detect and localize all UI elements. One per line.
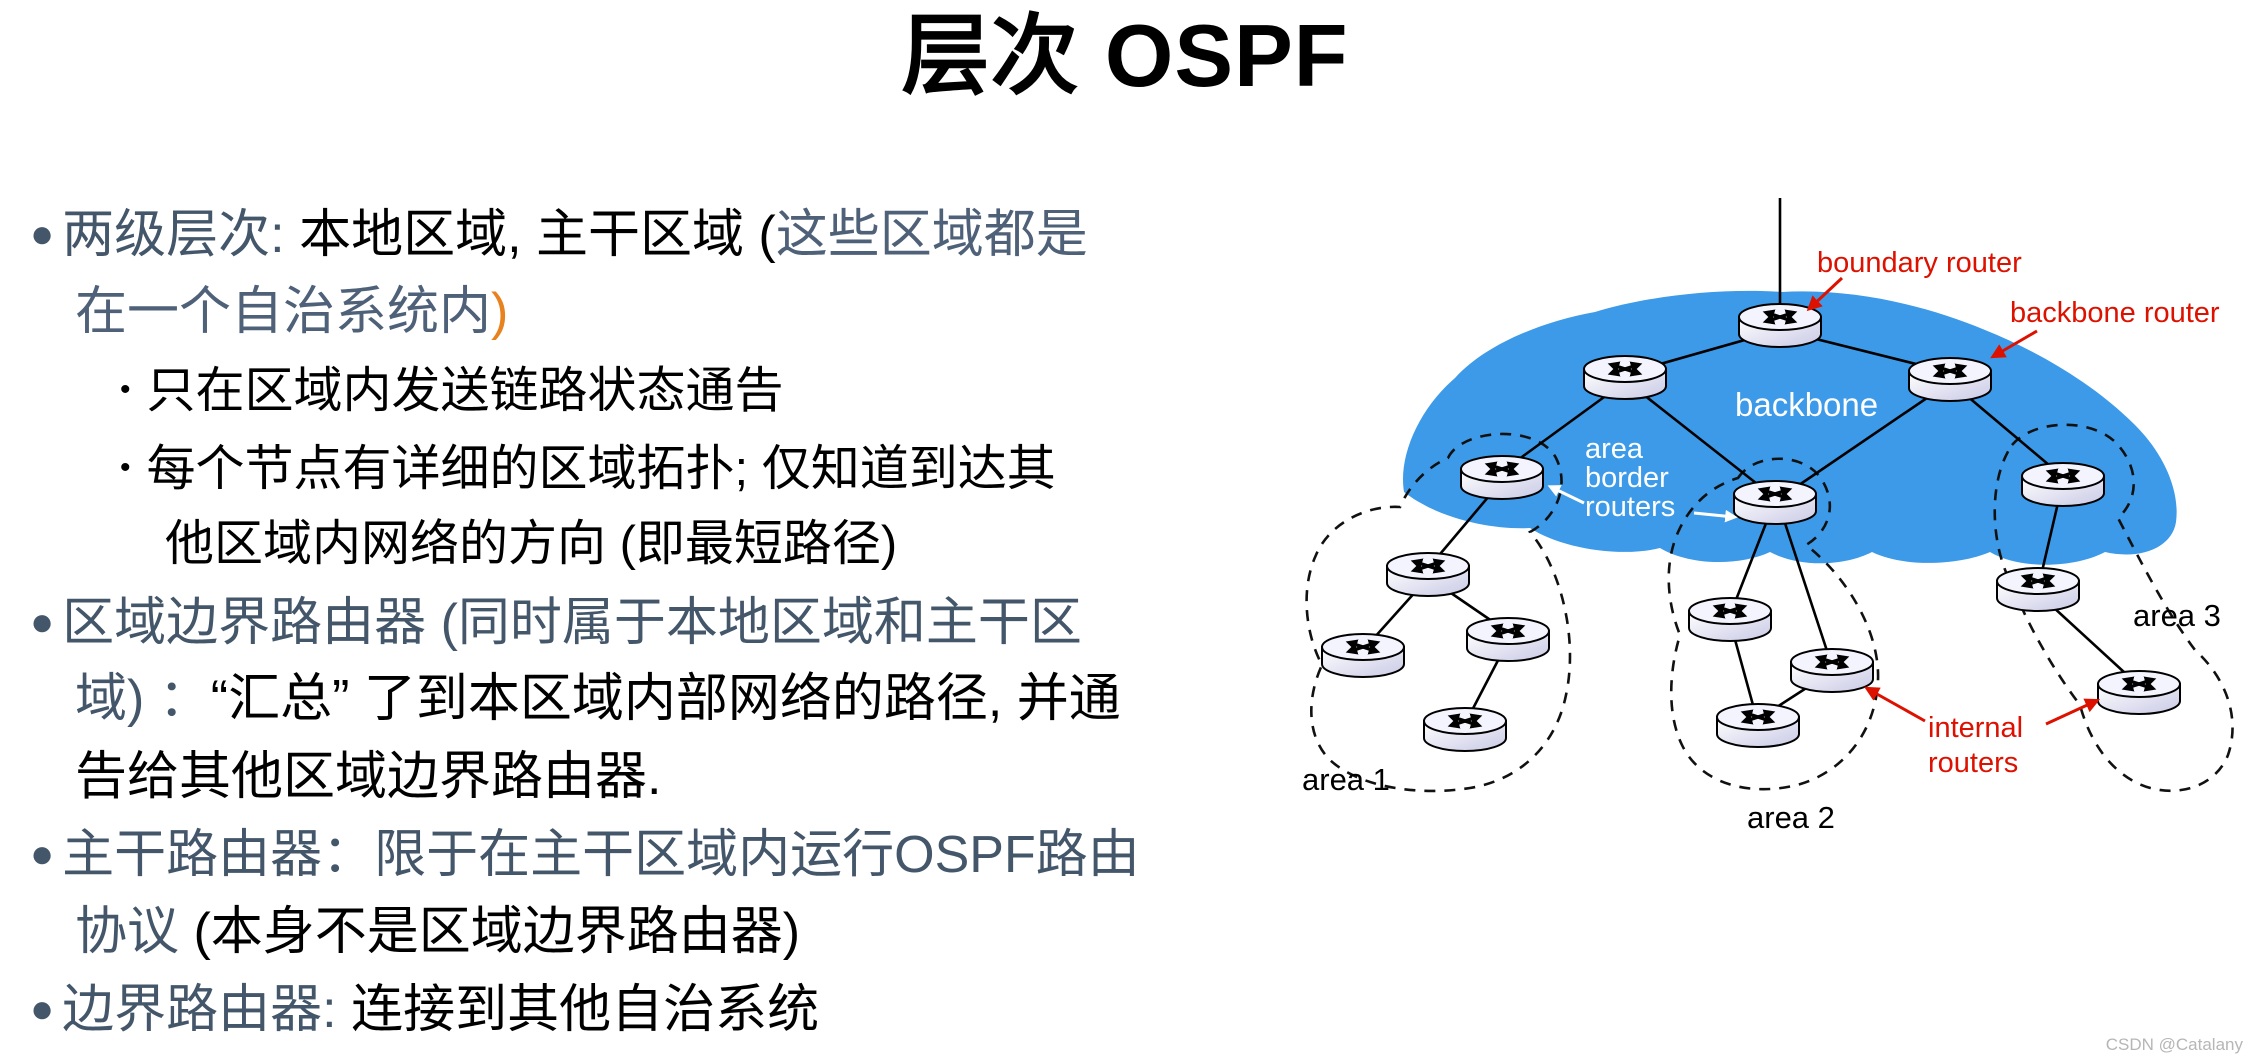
subbullet-topology-cont: 他区域内网络的方向 (即最短路径) (30, 506, 1300, 584)
area3-label: area 3 (2133, 598, 2221, 633)
backbone-router-right-icon (1909, 358, 1991, 401)
bullet-two-level-paren-text: 这些区域都是 (775, 206, 1088, 264)
subbullet-marker: • (120, 373, 131, 406)
subbullet-topology-text2: 他区域内网络的方向 (即最短路径) (165, 517, 898, 571)
area2-border-router-icon (1734, 481, 1816, 524)
watermark: CSDN @Catalany (2106, 1035, 2244, 1054)
internal-router-arrow-right (2045, 698, 2101, 726)
area3-bottom-router-icon (2098, 671, 2180, 714)
bullet-two-level-cont: 在一个自治系统内) (30, 274, 1300, 352)
boundary-router-icon (1739, 304, 1821, 347)
bullet-two-level-head: 两级层次: (62, 206, 300, 264)
boundary-router-arrow (1806, 276, 1844, 312)
internal-router-arrow-left (1864, 686, 1926, 723)
subbullet-lsa: • 只在区域内发送链路状态通告 (30, 351, 1300, 429)
bullet-backbone-head: 主干路由器：限于在主干区域内运行OSPF路由 (62, 826, 1140, 884)
bullet-backbone-cont: 协议 (本身不是区域边界路由器) (30, 894, 1300, 972)
area1-router2-icon (1387, 553, 1469, 596)
bullet-list: ●两级层次: 本地区域, 主干区域 (这些区域都是 在一个自治系统内) •只在区… (30, 196, 1300, 1049)
page-title: 层次 OSPF (901, 6, 1349, 105)
bullet-abr-body: “汇总” 了到本区域内部网络的路径, 并通 (210, 670, 1121, 728)
bullet-backbone-head2: 协议 (75, 902, 194, 961)
abr-arrow-right (1693, 509, 1738, 523)
backbone-router-arrow (1990, 329, 2038, 359)
subbullet-topology-text: 每个节点有详细的区域拓扑; 仅知道到达其 (146, 441, 1056, 496)
area2-left-router-icon (1689, 598, 1771, 641)
bullet-two-level-body: 本地区域, 主干区域 ( (299, 206, 776, 264)
bullet-abr-body2: 告给其他区域边界路由器. (75, 747, 662, 806)
bullet-marker: ● (30, 987, 55, 1031)
bullet-two-level-paren-text2: 在一个自治系统内 (75, 282, 492, 341)
subbullet-lsa-text: 只在区域内发送链路状态通告 (146, 364, 784, 418)
area2-right-router-icon (1791, 649, 1873, 692)
area2-label: area 2 (1747, 800, 1835, 835)
area2-outline (1667, 457, 1880, 791)
ospf-diagram: boundary router backbone router backbone… (1302, 198, 2244, 1054)
subbullet-marker: • (120, 450, 131, 484)
bullet-backbone-router: ●主干路由器：限于在主干区域内运行OSPF路由 (30, 816, 1300, 894)
area1-border-router-icon (1461, 456, 1543, 499)
bullet-boundary-body: 连接到其他自治系统 (351, 981, 820, 1039)
backbone-label: backbone (1735, 386, 1878, 423)
area1-left-router-icon (1322, 634, 1404, 677)
area2-bottom-router-icon (1717, 704, 1799, 747)
bullet-abr-cont2: 告给其他区域边界路由器. (30, 739, 1300, 817)
bullet-boundary-router: ●边界路由器: 连接到其他自治系统 (30, 971, 1300, 1049)
abr-arrow-left (1547, 485, 1585, 505)
backbone-router-left-icon (1584, 356, 1666, 399)
internal-routers-label-line2: routers (1928, 747, 2018, 779)
bullet-marker: ● (30, 599, 55, 644)
backbone-router-label: backbone router (2010, 297, 2220, 329)
area1-label: area 1 (1302, 762, 1390, 797)
abr-label-line3: routers (1585, 491, 1675, 523)
boundary-router-label: boundary router (1817, 247, 2022, 279)
bullet-two-level: ●两级层次: 本地区域, 主干区域 (这些区域都是 (30, 196, 1300, 274)
bullet-abr-head: 区域边界路由器 (同时属于本地区域和主干区 (62, 593, 1082, 652)
abr-label-line2: border (1585, 462, 1669, 494)
orange-close-paren: ) (491, 282, 509, 341)
bullet-backbone-body: (本身不是区域边界路由器) (193, 902, 801, 961)
bullet-abr-head2: 域) ： (75, 670, 211, 728)
subbullet-topology: • 每个节点有详细的区域拓扑; 仅知道到达其 (30, 429, 1300, 507)
bullet-abr-cont1: 域) ：“汇总” 了到本区域内部网络的路径, 并通 (30, 661, 1300, 739)
bullet-marker: ● (30, 832, 55, 876)
area1-right-router-icon (1467, 618, 1549, 661)
bullet-abr: ●区域边界路由器 (同时属于本地区域和主干区 (30, 584, 1300, 662)
area1-bottom-router-icon (1424, 708, 1506, 751)
abr-label-line1: area (1585, 433, 1644, 465)
internal-routers-label-line1: internal (1928, 712, 2023, 744)
bullet-boundary-head: 边界路由器: (62, 981, 352, 1039)
area3-mid-router-icon (1997, 568, 2079, 611)
area3-top-router-icon (2022, 463, 2104, 506)
bullet-marker: ● (30, 212, 55, 256)
